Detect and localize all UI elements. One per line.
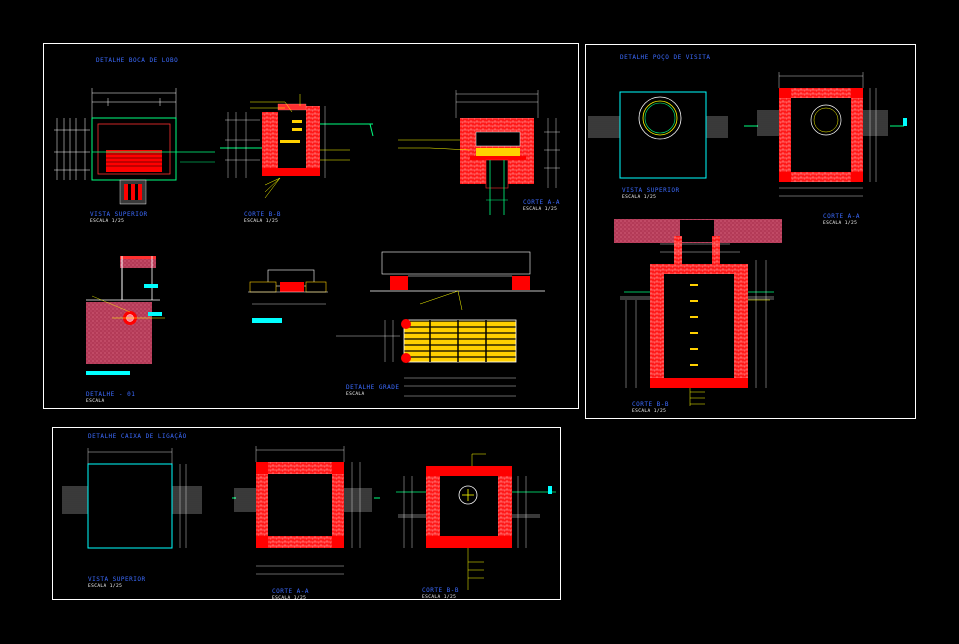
poco-visita-vista-superior [588, 91, 728, 179]
view-title-vista-superior-c: VISTA SUPERIOR [88, 576, 146, 583]
view-title-corte-bb-a: CORTE B-B [244, 211, 282, 218]
detalhe-grade-planta [336, 319, 517, 397]
sheet-b-title: DETALHE POÇO DE VISITA [620, 54, 711, 61]
boca-lobo-corte-bb [220, 94, 374, 199]
sheet-c-title: DETALHE CAIXA DE LIGAÇÃO [88, 433, 187, 440]
view-title-corte-aa-b: CORTE A-A [823, 213, 861, 220]
poco-visita-corte-aa [744, 72, 907, 197]
view-title-detalhe-grade: DETALHE GRADE [346, 384, 400, 391]
view-scale-detalhe-grade: ESCALA [346, 392, 365, 397]
boca-lobo-corte-aa [398, 90, 560, 215]
caixa-ligacao-corte-bb [396, 453, 556, 590]
view-scale-corte-aa-c: ESCALA 1/25 [272, 596, 307, 601]
boca-lobo-vista-superior [54, 88, 215, 205]
sheet-a-title: DETALHE BOCA DE LOBO [96, 57, 179, 64]
view-scale-vista-superior-b: ESCALA 1/25 [622, 195, 657, 200]
poco-visita-corte-bb [614, 219, 782, 406]
view-title-corte-bb-c: CORTE B-B [422, 587, 460, 594]
view-scale-vista-superior-a: ESCALA 1/25 [90, 219, 125, 224]
view-scale-corte-aa-b: ESCALA 1/25 [823, 221, 858, 226]
view-title-corte-aa-c: CORTE A-A [272, 588, 310, 595]
detalhe-01 [86, 256, 165, 375]
sheet-b-frame [585, 44, 916, 419]
view-scale-vista-superior-c: ESCALA 1/25 [88, 584, 123, 589]
view-scale-corte-bb-a: ESCALA 1/25 [244, 219, 279, 224]
view-scale-corte-bb-b: ESCALA 1/25 [632, 409, 667, 414]
detalhe-guia-pequeno [248, 269, 328, 323]
caixa-ligacao-corte-aa [232, 446, 380, 575]
view-title-detalhe-01: DETALHE - 01 [86, 391, 136, 398]
caixa-ligacao-vista-superior [62, 448, 202, 549]
view-title-vista-superior-b: VISTA SUPERIOR [622, 187, 680, 194]
view-title-corte-aa-a: CORTE A-A [523, 199, 561, 206]
sheet-a-frame [43, 43, 579, 409]
view-scale-corte-bb-c: ESCALA 1/25 [422, 595, 457, 600]
detalhe-grelha-corte [370, 251, 545, 311]
sheet-c-frame [52, 427, 561, 600]
view-scale-corte-aa-a: ESCALA 1/25 [523, 207, 558, 212]
view-scale-detalhe-01: ESCALA [86, 399, 105, 404]
view-title-corte-bb-b: CORTE B-B [632, 401, 670, 408]
view-title-vista-superior-a: VISTA SUPERIOR [90, 211, 148, 218]
